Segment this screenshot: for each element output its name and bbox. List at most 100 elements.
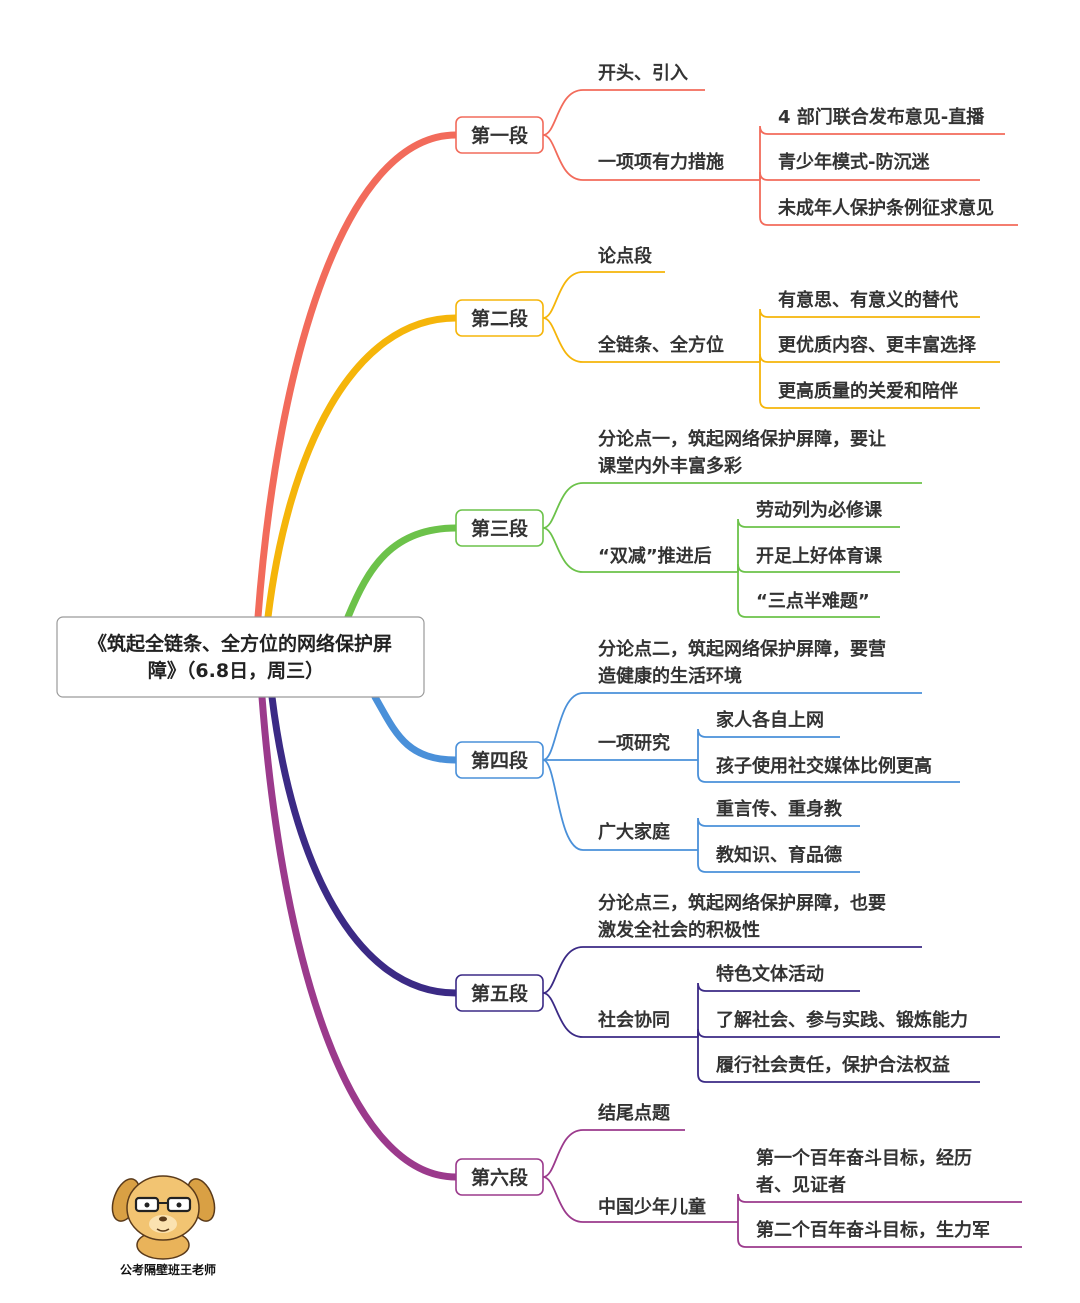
detail-item[interactable]: 开足上好体育课 <box>737 545 900 573</box>
detail-connector <box>697 850 860 873</box>
detail-item[interactable]: 青少年模式-防沉迷 <box>759 151 980 181</box>
subtopic-connector <box>542 317 760 363</box>
detail-connector <box>697 1037 980 1083</box>
detail-item[interactable]: 教知识、育品德 <box>697 844 860 873</box>
subtopic-connector <box>542 482 922 529</box>
detail-text: “三点半难题” <box>756 590 870 612</box>
subtopic[interactable]: 结尾点题 <box>542 1102 685 1178</box>
detail-text: 孩子使用社交媒体比例更高 <box>716 755 932 777</box>
section-node[interactable]: 第三段 <box>455 509 544 547</box>
detail-text: 第二个百年奋斗目标，生力军 <box>756 1219 990 1241</box>
subtopic-connector <box>542 271 665 319</box>
detail-item[interactable]: “三点半难题” <box>737 572 880 618</box>
detail-item[interactable]: 重言传、重身教 <box>697 798 860 850</box>
detail-item[interactable]: 劳动列为必修课 <box>737 499 900 572</box>
section-branch: 第三段分论点一，筑起网络保护屏障，要让课堂内外丰富多彩“双减”推进后劳动列为必修… <box>455 428 922 618</box>
detail-connector <box>697 982 860 1037</box>
subtopic-connector <box>542 692 922 761</box>
detail-text: 未成年人保护条例征求意见 <box>778 197 994 219</box>
detail-text: 履行社会责任，保护合法权益 <box>716 1054 950 1076</box>
detail-item[interactable]: 更优质内容、更丰富选择 <box>759 334 1000 363</box>
detail-text: 青少年模式-防沉迷 <box>778 151 930 173</box>
subtopic-text: 一项项有力措施 <box>598 151 724 173</box>
subtopic-connector <box>542 89 705 136</box>
root-to-section-curve <box>371 693 460 764</box>
subtopic-connector <box>542 992 698 1038</box>
detail-item[interactable]: 了解社会、参与实践、锻炼能力 <box>697 1009 1000 1038</box>
detail-connector <box>759 353 1000 363</box>
subtopic-text: 中国少年儿童 <box>598 1196 706 1218</box>
detail-connector <box>759 171 980 181</box>
detail-item[interactable]: 第二个百年奋斗目标，生力军 <box>737 1219 1022 1248</box>
subtopic[interactable]: 开头、引入 <box>542 63 705 136</box>
root-to-section-curve <box>254 131 460 621</box>
section-label: 第二段 <box>471 307 529 330</box>
subtopic-connector <box>542 946 922 994</box>
detail-connector <box>759 308 980 362</box>
detail-item[interactable]: 特色文体活动 <box>697 963 860 1037</box>
subtopic-text: 全链条、全方位 <box>597 334 724 356</box>
detail-item[interactable]: 更高质量的关爱和陪伴 <box>759 362 980 409</box>
detail-connector <box>697 728 840 760</box>
detail-connector <box>737 518 900 572</box>
detail-item[interactable]: 4 部门联合发布意见-直播 <box>759 106 1005 180</box>
subtopic-text: 结尾点题 <box>598 1102 671 1124</box>
detail-connector <box>759 125 1005 180</box>
subtopic-text: 分论点二，筑起网络保护屏障，要营 <box>598 638 886 660</box>
subtopic-text-line2: 造健康的生活环境 <box>598 665 742 687</box>
section-node[interactable]: 第一段 <box>455 116 544 154</box>
detail-connector <box>697 760 960 783</box>
detail-text-line2: 者、见证者 <box>755 1175 846 1196</box>
root-title-line2: 障》（6.8日，周三） <box>148 659 324 682</box>
section-node[interactable]: 第六段 <box>455 1158 544 1196</box>
subtopic[interactable]: 一项项有力措施 4 部门联合发布意见-直播青少年模式-防沉迷未成年人保护条例征求意… <box>542 106 1018 226</box>
section-label: 第六段 <box>471 1166 529 1189</box>
detail-item[interactable]: 未成年人保护条例征求意见 <box>759 180 1018 226</box>
detail-connector <box>759 180 1018 226</box>
detail-item[interactable]: 第一个百年奋斗目标，经历者、见证者 <box>737 1147 1022 1222</box>
subtopic-text-line2: 激发全社会的积极性 <box>598 919 760 941</box>
section-node[interactable]: 第四段 <box>455 741 544 779</box>
dog-mascot-icon <box>111 1175 216 1260</box>
detail-connector <box>737 1193 1022 1222</box>
section-node[interactable]: 第五段 <box>455 974 544 1012</box>
root-to-section-curve <box>344 524 460 621</box>
detail-text: 4 部门联合发布意见-直播 <box>778 106 985 128</box>
detail-text: 有意思、有意义的替代 <box>778 289 958 311</box>
detail-item[interactable]: 孩子使用社交媒体比例更高 <box>697 755 960 783</box>
mascot-logo: 公考隔壁班王老师 <box>111 1175 216 1277</box>
detail-item[interactable]: 履行社会责任，保护合法权益 <box>697 1037 980 1083</box>
section-label: 第五段 <box>471 982 529 1005</box>
section-node[interactable]: 第二段 <box>455 299 544 337</box>
root-to-section-curve <box>268 693 460 997</box>
subtopic-text: 论点段 <box>598 245 653 267</box>
subtopic-connector <box>542 1176 738 1223</box>
root-node[interactable]: 《筑起全链条、全方位的网络保护屏 障》（6.8日，周三） <box>56 616 425 698</box>
detail-text: 开足上好体育课 <box>756 545 883 567</box>
subtopic-connector <box>542 134 760 181</box>
section-branch: 第四段分论点二，筑起网络保护屏障，要营造健康的生活环境一项研究家人各自上网孩子使… <box>455 638 960 873</box>
detail-connector <box>737 563 900 573</box>
subtopic-connector <box>542 759 698 851</box>
detail-connector <box>697 1028 1000 1038</box>
root-title-line1: 《筑起全链条、全方位的网络保护屏 <box>88 632 392 655</box>
root-to-section-curve <box>264 314 460 621</box>
subtopic-text: 分论点一，筑起网络保护屏障，要让 <box>598 428 886 450</box>
subtopic[interactable]: 论点段 <box>542 245 665 319</box>
logo-caption: 公考隔壁班王老师 <box>120 1262 216 1277</box>
detail-item[interactable]: 有意思、有意义的替代 <box>759 289 980 362</box>
detail-item[interactable]: 家人各自上网 <box>697 709 840 760</box>
